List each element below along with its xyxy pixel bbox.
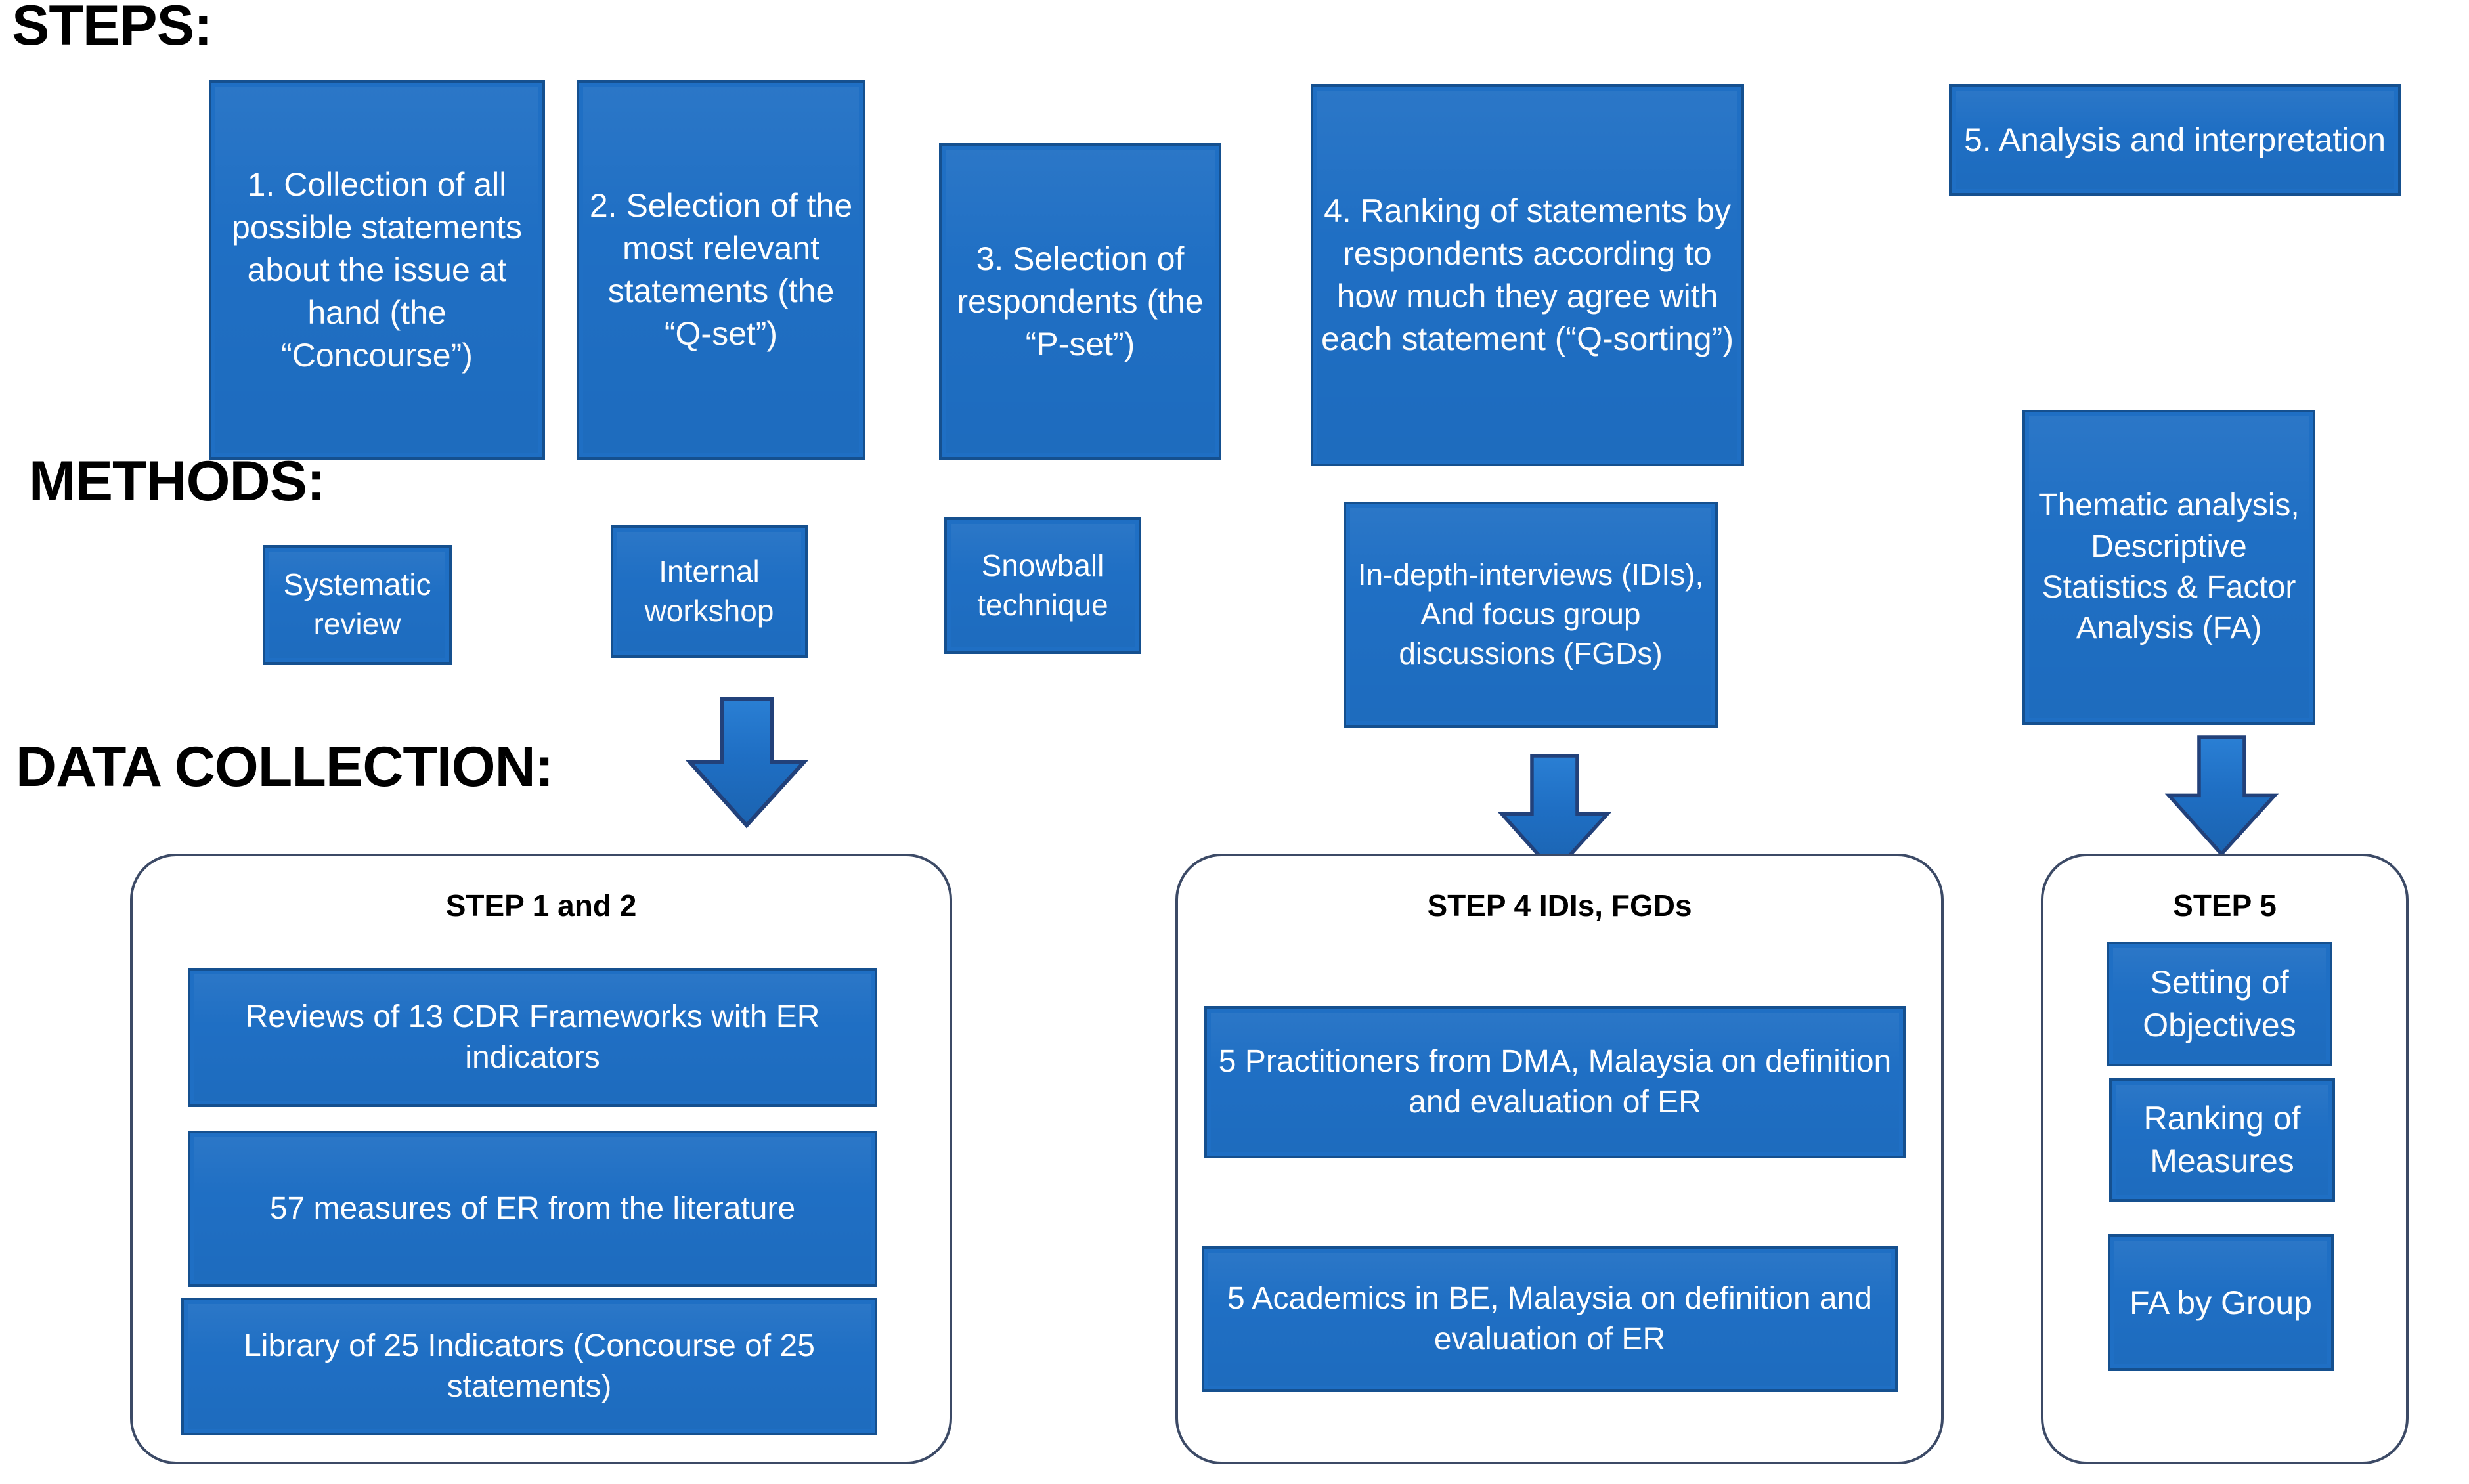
panel-step-4-item-1[interactable]: 5 Practitioners from DMA, Malaysia on de… (1204, 1006, 1906, 1158)
panel-step-1-and-2-item-1[interactable]: Reviews of 13 CDR Frameworks with ER ind… (188, 968, 877, 1107)
step-box-4-label: 4. Ranking of statements by respondents … (1321, 192, 1734, 357)
method-box-internal-workshop-label: Internal workshop (644, 554, 774, 628)
row-label-steps: STEPS: (12, 0, 213, 57)
arrow-workshop-to-step12-icon (685, 697, 809, 829)
step-box-2-label: 2. Selection of the most relevant statem… (589, 187, 853, 352)
panel-step-5-item-3[interactable]: FA by Group (2108, 1234, 2334, 1371)
panel-step-5-item-1[interactable]: Setting of Objectives (2107, 942, 2332, 1066)
panel-step-1-and-2-item-3[interactable]: Library of 25 Indicators (Concourse of 2… (181, 1298, 877, 1435)
panel-step-1-and-2-item-1-label: Reviews of 13 CDR Frameworks with ER ind… (245, 999, 820, 1075)
step-box-1[interactable]: 1. Collection of all possible statements… (209, 80, 545, 460)
method-box-idis-fgds[interactable]: In-depth-interviews (IDIs), And focus gr… (1344, 502, 1718, 728)
method-box-thematic-analysis[interactable]: Thematic analysis, Descriptive Statistic… (2022, 410, 2315, 725)
panel-step-1-and-2-title: STEP 1 and 2 (445, 888, 637, 923)
method-box-snowball-technique[interactable]: Snowball technique (944, 517, 1141, 654)
panel-step-1-and-2: STEP 1 and 2 Reviews of 13 CDR Framework… (130, 854, 952, 1464)
panel-step-4-item-2-label: 5 Academics in BE, Malaysia on definitio… (1227, 1280, 1872, 1357)
panel-step-5: STEP 5 Setting of Objectives Ranking of … (2041, 854, 2409, 1464)
step-box-2[interactable]: 2. Selection of the most relevant statem… (577, 80, 865, 460)
method-box-systematic-review[interactable]: Systematic review (263, 545, 452, 665)
panel-step-1-and-2-item-2[interactable]: 57 measures of ER from the literature (188, 1131, 877, 1287)
panel-step-4-item-1-label: 5 Practitioners from DMA, Malaysia on de… (1218, 1043, 1892, 1120)
method-box-internal-workshop[interactable]: Internal workshop (611, 525, 808, 658)
method-box-thematic-analysis-label: Thematic analysis, Descriptive Statistic… (2038, 488, 2300, 646)
method-box-snowball-technique-label: Snowball technique (977, 548, 1108, 622)
step-box-4[interactable]: 4. Ranking of statements by respondents … (1311, 84, 1744, 466)
panel-step-5-item-2-label: Ranking of Measures (2143, 1100, 2301, 1179)
panel-step-5-item-1-label: Setting of Objectives (2143, 964, 2296, 1043)
row-label-data-collection: DATA COLLECTION: (16, 735, 554, 798)
method-box-idis-fgds-label: In-depth-interviews (IDIs), And focus gr… (1357, 557, 1704, 670)
step-box-5-label: 5. Analysis and interpretation (1963, 121, 2386, 158)
panel-step-1-and-2-item-3-label: Library of 25 Indicators (Concourse of 2… (244, 1328, 815, 1404)
row-label-methods: METHODS: (29, 450, 326, 513)
panel-step-5-title: STEP 5 (2173, 888, 2277, 923)
panel-step-5-item-3-label: FA by Group (2130, 1284, 2312, 1321)
panel-step-5-item-2[interactable]: Ranking of Measures (2109, 1078, 2335, 1202)
arrow-idis-to-step4-icon (1497, 754, 1612, 875)
step-box-1-label: 1. Collection of all possible statements… (232, 165, 522, 374)
panel-step-4-title: STEP 4 IDIs, FGDs (1427, 888, 1692, 923)
panel-step-4: STEP 4 IDIs, FGDs 5 Practitioners from D… (1175, 854, 1944, 1464)
method-box-systematic-review-label: Systematic review (283, 567, 431, 641)
panel-step-1-and-2-item-2-label: 57 measures of ER from the literature (269, 1190, 796, 1226)
step-box-5[interactable]: 5. Analysis and interpretation (1949, 84, 2401, 196)
panel-step-4-item-2[interactable]: 5 Academics in BE, Malaysia on definitio… (1202, 1246, 1898, 1392)
arrow-thematic-to-step5-icon (2164, 735, 2279, 857)
step-box-3[interactable]: 3. Selection of respondents (the “P-set”… (939, 143, 1221, 460)
step-box-3-label: 3. Selection of respondents (the “P-set”… (957, 240, 1204, 362)
